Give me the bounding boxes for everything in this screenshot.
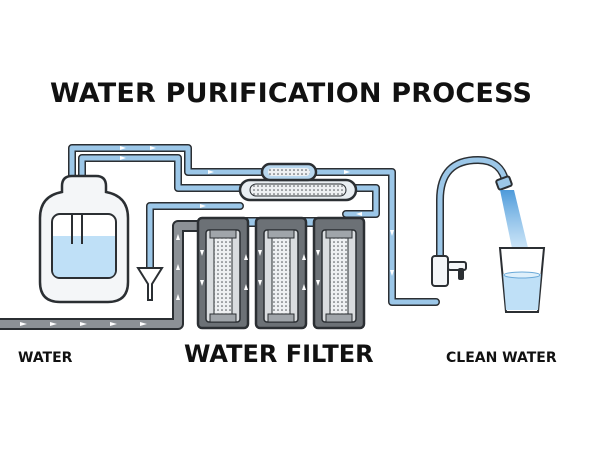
- faucet-spout: [436, 156, 510, 262]
- funnel-icon: [136, 267, 164, 301]
- filter-1: [196, 216, 250, 330]
- flow-arrows-gray: [20, 234, 180, 326]
- gray-input-pipe: [0, 220, 206, 330]
- label-clean-water: CLEAN WATER: [446, 350, 557, 366]
- faucet: [431, 175, 530, 287]
- label-water: WATER: [18, 350, 73, 366]
- flow-arrows-filters: [200, 250, 320, 290]
- diagram-title: WATER PURIFICATION PROCESS: [50, 78, 533, 109]
- filter-3: [312, 216, 366, 330]
- glass-of-water: [498, 247, 546, 313]
- label-water-filter: WATER FILTER: [184, 340, 374, 368]
- filter-2: [254, 216, 308, 330]
- membrane-cylinder: [238, 162, 358, 202]
- storage-tank: [38, 174, 130, 304]
